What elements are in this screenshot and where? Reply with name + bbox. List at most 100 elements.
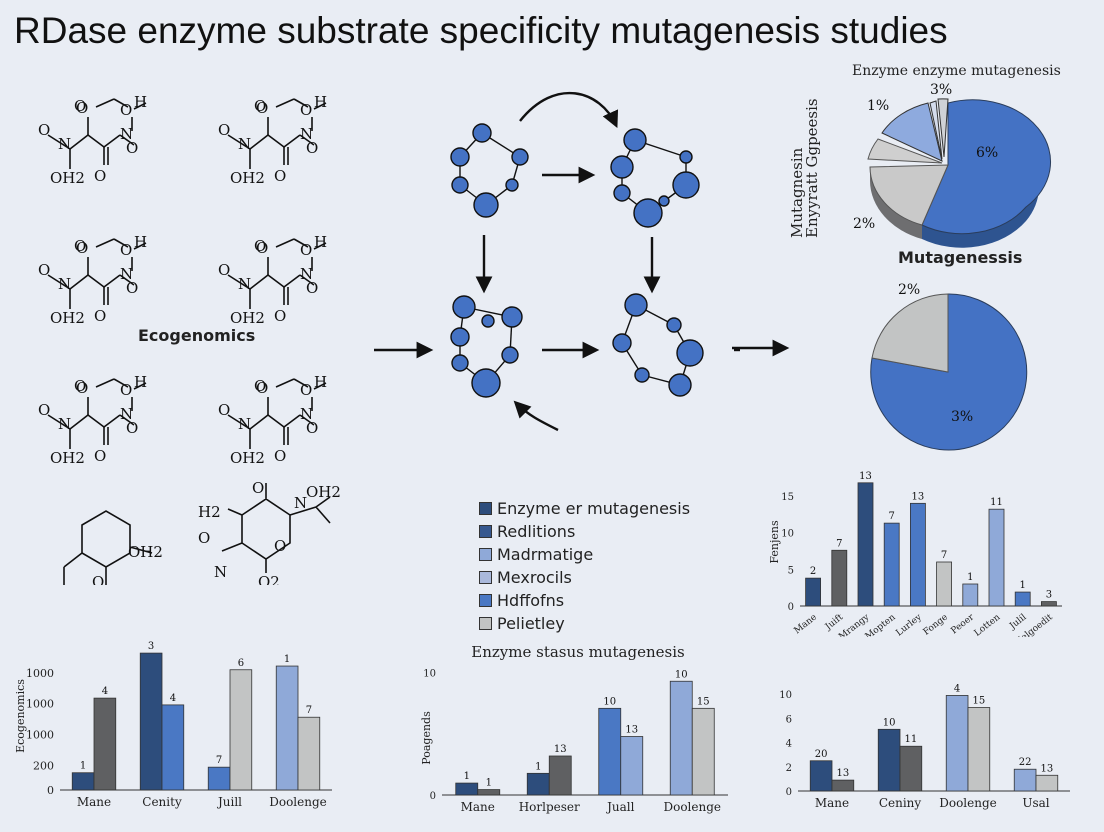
- legend-item: Madrmatige: [479, 543, 690, 566]
- bar: [962, 583, 979, 607]
- pie-mid-label-1: 2%: [898, 282, 921, 298]
- y-axis-label: Ecogenomics: [14, 679, 27, 753]
- bar: [1014, 591, 1031, 607]
- pathway-diagram: [374, 91, 740, 432]
- legend-label: Pelietley: [497, 614, 565, 633]
- data-label: 3: [1046, 590, 1052, 601]
- y-tick-label: 1000: [26, 698, 54, 711]
- atom-label: O: [198, 529, 210, 547]
- atom-label: O: [252, 479, 264, 497]
- atom-label: O: [126, 139, 138, 157]
- atom-label: O: [76, 239, 88, 257]
- atom-label: O: [74, 237, 86, 255]
- legend-swatch: [479, 548, 492, 561]
- x-tick-label: Lotten: [973, 612, 1003, 637]
- data-label: 10: [883, 717, 896, 728]
- legend-swatch: [479, 525, 492, 538]
- atom-label: O: [92, 573, 104, 585]
- pie-top-label-3: 6%: [976, 145, 999, 161]
- atom-label: N: [120, 405, 133, 423]
- atom-label: H: [134, 93, 147, 111]
- pie-top-label-2: 1%: [867, 98, 890, 114]
- atom-label: O: [126, 419, 138, 437]
- x-tick-label: Horlpeser: [519, 800, 580, 814]
- atom-label: H: [314, 93, 327, 111]
- data-label: 4: [954, 683, 960, 694]
- data-label: 1: [967, 572, 973, 583]
- y-tick-label: 200: [33, 759, 54, 772]
- bar: [526, 772, 550, 796]
- arrow-to-pie: [732, 339, 790, 357]
- data-label: 13: [912, 491, 925, 502]
- atom-label: O: [254, 97, 266, 115]
- bar-chart-bottom-middle: 010Poagends11Mane113Horlpeser1013Juall10…: [420, 643, 728, 814]
- data-label: 3: [148, 641, 154, 652]
- bar: [909, 502, 926, 607]
- data-label: 2: [810, 566, 816, 577]
- data-label: 13: [625, 725, 638, 736]
- bar: [691, 707, 715, 796]
- legend-swatch: [479, 502, 492, 515]
- pie-top-label-4: 2%: [853, 216, 876, 232]
- bar: [229, 669, 253, 791]
- data-label: 15: [697, 696, 710, 707]
- atom-label: OH2: [230, 449, 265, 467]
- bar: [1013, 768, 1037, 792]
- x-tick-label: Juill: [216, 795, 242, 809]
- bar: [297, 716, 321, 791]
- atom-label: H: [134, 233, 147, 251]
- pie-top-title: Enzyme enzyme mutagenesis: [852, 63, 1061, 79]
- atom-label: O: [94, 307, 106, 325]
- legend-label: Redlitions: [497, 522, 576, 541]
- bar: [477, 789, 501, 796]
- atom-label: O: [120, 381, 132, 399]
- atom-label: N: [238, 275, 251, 293]
- data-label: 20: [815, 749, 828, 760]
- bar: [877, 728, 901, 792]
- x-tick-label: Usal: [1022, 796, 1049, 810]
- data-label: 7: [889, 511, 895, 522]
- pie-top-side-label: Mutagnesin Enyyratt Ggpeesis: [788, 98, 821, 238]
- bar: [805, 577, 821, 607]
- y-axis-label: Poagends: [420, 711, 433, 765]
- atom-label: O: [306, 279, 318, 297]
- data-label: 1: [284, 654, 290, 665]
- atom-label: O: [254, 377, 266, 395]
- data-label: 4: [170, 693, 176, 704]
- bar: [620, 736, 644, 796]
- atom-label: N: [214, 563, 227, 581]
- atom-label: O: [274, 307, 286, 325]
- pie-top: [867, 98, 1052, 248]
- y-tick-label: 0: [47, 784, 54, 797]
- pie-mid: [870, 293, 1028, 451]
- atom-label: O: [300, 101, 312, 119]
- legend-item: Hdffofns: [479, 589, 690, 612]
- x-tick-label: Cenity: [142, 795, 182, 809]
- data-label: 15: [973, 696, 986, 707]
- network-4: [612, 293, 704, 397]
- network-2: [610, 128, 700, 228]
- atom-label: N: [120, 125, 133, 143]
- bar: [598, 707, 622, 796]
- y-tick-label: 1000: [26, 729, 54, 742]
- atom-label: OH2: [230, 169, 265, 187]
- data-label: 22: [1019, 757, 1032, 768]
- bar: [945, 695, 969, 792]
- atom-label: O: [306, 139, 318, 157]
- atom-label: O: [256, 99, 268, 117]
- ecogenomics-label: Ecogenomics: [138, 326, 256, 345]
- data-label: 10: [603, 696, 616, 707]
- atom-label: O: [120, 241, 132, 259]
- bar: [899, 745, 923, 792]
- pie-top-side-label-2: Enyyratt Ggpeesis: [803, 98, 821, 238]
- pie-mid-label-2: 3%: [951, 409, 974, 425]
- legend-label: Enzyme er mutagenesis: [497, 499, 691, 518]
- atom-label: O: [76, 379, 88, 397]
- bar: [161, 704, 185, 791]
- atom-label: O: [218, 261, 230, 279]
- atom-label: N: [58, 415, 71, 433]
- x-tick-label: Mane: [461, 800, 495, 814]
- atom-label: N: [238, 135, 251, 153]
- atom-label: O: [300, 381, 312, 399]
